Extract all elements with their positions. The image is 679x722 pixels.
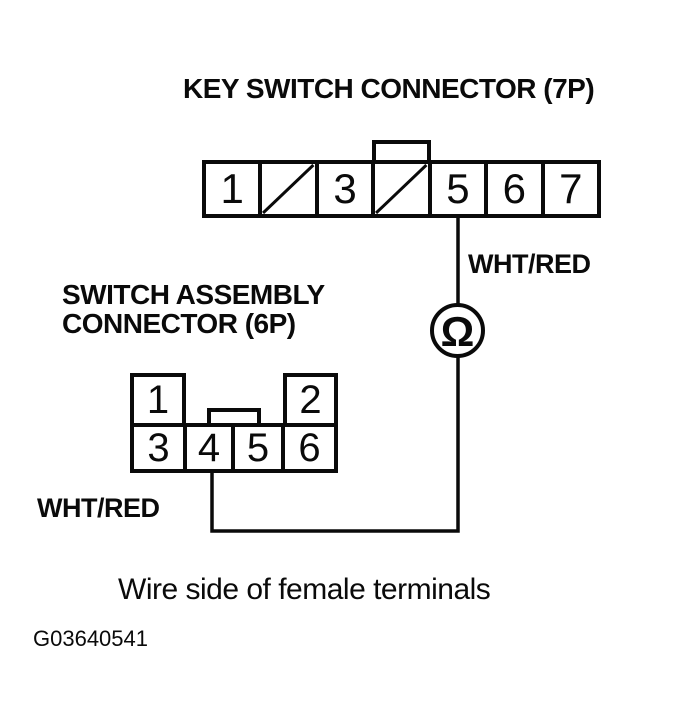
pin-6p-2: 2 [283,373,338,427]
switch-assembly-connector-title: SWITCH ASSEMBLY CONNECTOR (6P) [62,280,325,338]
key-switch-connector-title: KEY SWITCH CONNECTOR (7P) [183,73,595,104]
pin-7p-7-label: 7 [559,165,583,212]
switch-assembly-connector-6p-bottom-row: 3 4 5 6 [130,423,338,473]
key-switch-connector-7p: 1 3 5 6 7 [202,160,601,218]
pin-6p-6-label: 6 [298,426,321,470]
pin-6p-4-label: 4 [197,426,221,470]
pin-7p-6: 6 [488,164,545,214]
wire-color-label-top: WHT/RED [468,249,591,279]
figure-id: G03640541 [33,626,148,651]
pin-7p-1: 1 [206,164,263,214]
pin-6p-5-label: 5 [246,426,270,470]
figure-caption: Wire side of female terminals [118,573,491,606]
pin-7p-5-label: 5 [446,165,470,212]
pin-6p-1: 1 [130,373,186,427]
pin-6p-4: 4 [187,427,235,469]
pin-7p-5: 5 [432,164,489,214]
pin-7p-1-label: 1 [220,165,244,212]
ohm-symbol: Ω [440,307,475,355]
pin-7p-3-label: 3 [333,165,357,212]
pin-6p-2-label: 2 [299,378,322,422]
pin-6p-6: 6 [285,427,334,469]
pin-7p-2-blocked [262,164,319,214]
blocked-pin-slash-icon [262,164,314,214]
pin-6p-1-label: 1 [146,378,170,422]
pin-7p-6-label: 6 [502,165,526,212]
pin-7p-7: 7 [545,164,597,214]
pin-6p-3-label: 3 [147,426,170,470]
wire-color-label-bottom: WHT/RED [37,493,160,523]
connector-6p-lock-tab [207,408,261,427]
pin-7p-4-blocked [375,164,432,214]
ohmmeter-icon: Ω [430,303,485,358]
switch-assembly-title-line2: CONNECTOR (6P) [62,308,296,339]
pin-6p-5: 5 [235,427,285,469]
switch-assembly-title-line1: SWITCH ASSEMBLY [62,279,325,310]
pin-7p-3: 3 [319,164,376,214]
blocked-pin-slash-icon [375,164,427,214]
pin-6p-3: 3 [134,427,187,469]
